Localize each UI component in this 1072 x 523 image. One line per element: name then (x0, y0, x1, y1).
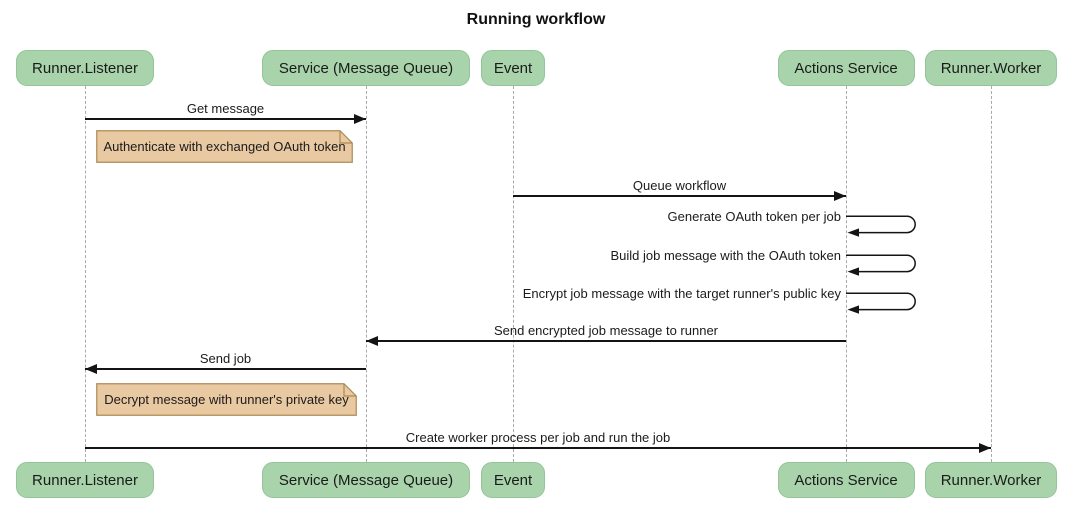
message-line (366, 340, 846, 342)
actor-label: Runner.Worker (940, 471, 1042, 489)
lifeline-actions (846, 86, 847, 462)
lifeline-queue (366, 86, 367, 462)
self-loop-arrow-icon (846, 254, 916, 276)
actor-top-queue: Service (Message Queue) (262, 50, 470, 86)
self-loop-arrow-icon (846, 215, 916, 237)
self-message-loop (846, 214, 928, 240)
arrowhead-right-icon (979, 443, 991, 453)
actor-label: Actions Service (794, 471, 898, 489)
actor-bottom-queue: Service (Message Queue) (262, 462, 470, 498)
note-shape-icon (96, 130, 353, 163)
actor-bottom-worker: Runner.Worker (925, 462, 1057, 498)
actor-label: Actions Service (794, 59, 898, 77)
actor-label: Event (493, 471, 533, 489)
message-label: Send encrypted job message to runner (493, 323, 719, 338)
actor-label: Service (Message Queue) (278, 471, 454, 489)
message-label: Get message (186, 101, 265, 116)
actor-label: Event (493, 59, 533, 77)
arrowhead-left-icon (366, 336, 378, 346)
actor-label: Service (Message Queue) (278, 59, 454, 77)
actor-bottom-actions: Actions Service (777, 462, 915, 498)
self-message-loop (846, 253, 928, 279)
actor-label: Runner.Worker (940, 59, 1042, 77)
arrowhead-right-icon (354, 114, 366, 124)
note-label: Authenticate with exchanged OAuth token (103, 139, 346, 154)
note-shape-icon (96, 383, 357, 416)
actor-top-worker: Runner.Worker (925, 50, 1057, 86)
lifeline-listener (85, 86, 86, 462)
lifeline-event (513, 86, 514, 462)
actor-bottom-listener: Runner.Listener (16, 462, 154, 498)
actor-top-listener: Runner.Listener (16, 50, 154, 86)
message-label: Create worker process per job and run th… (405, 430, 671, 445)
message-line (513, 195, 846, 197)
actor-label: Runner.Listener (32, 471, 138, 489)
actor-bottom-event: Event (481, 462, 545, 498)
note: Decrypt message with runner's private ke… (96, 383, 357, 416)
actor-top-event: Event (481, 50, 545, 86)
message-line (85, 118, 366, 120)
self-message-label: Build job message with the OAuth token (610, 248, 841, 263)
diagram-title: Running workflow (466, 11, 606, 28)
actor-label: Runner.Listener (32, 59, 138, 77)
actor-top-actions: Actions Service (777, 50, 915, 86)
note-label: Decrypt message with runner's private ke… (104, 392, 349, 407)
self-loop-arrow-icon (846, 292, 916, 314)
arrowhead-right-icon (834, 191, 846, 201)
self-message-loop (846, 291, 928, 317)
message-line (85, 447, 991, 449)
message-line (85, 368, 366, 370)
message-label: Send job (199, 351, 252, 366)
self-message-label: Generate OAuth token per job (667, 209, 841, 224)
self-message-label: Encrypt job message with the target runn… (522, 286, 841, 301)
note: Authenticate with exchanged OAuth token (96, 130, 353, 163)
arrowhead-left-icon (85, 364, 97, 374)
message-label: Queue workflow (632, 178, 727, 193)
lifeline-worker (991, 86, 992, 462)
